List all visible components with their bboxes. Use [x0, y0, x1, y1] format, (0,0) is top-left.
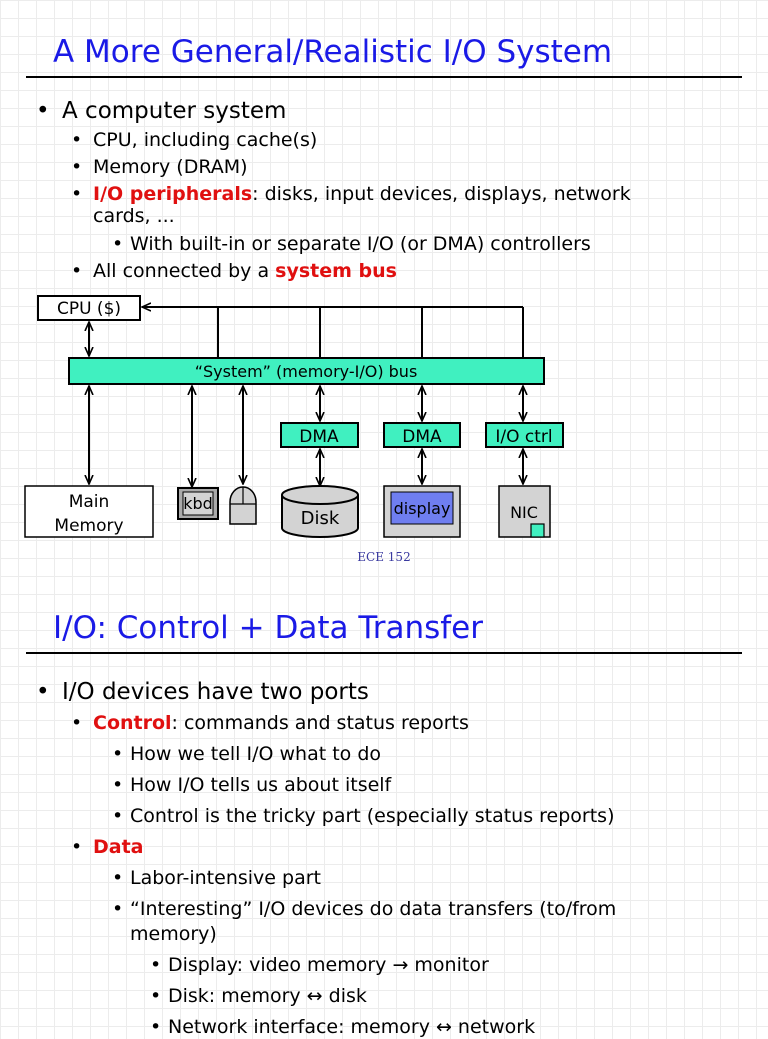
- slide-2: I/O: Control + Data Transfer I/O devices…: [0, 584, 768, 1039]
- main-memory-label-line1: Main: [69, 492, 110, 512]
- disk-label: Disk: [301, 508, 340, 529]
- bullet-cpu: CPU, including cache(s): [71, 129, 317, 152]
- bullet-interesting-io: “Interesting” I/O devices do data transf…: [112, 898, 616, 921]
- bullet-disk: Disk: memory ↔ disk: [150, 985, 367, 1008]
- emphasis-control: Control: [93, 712, 172, 734]
- dma-controller-1: DMA: [280, 422, 359, 448]
- title-rule: [26, 652, 742, 654]
- title-rule: [26, 76, 742, 78]
- display-icon: display: [383, 485, 461, 538]
- bullet-data: Data: [71, 836, 144, 859]
- cpu-label: CPU ($): [57, 299, 121, 319]
- nic-icon: NIC: [498, 485, 551, 538]
- bullet-labor-intensive: Labor-intensive part: [112, 867, 321, 890]
- cpu-connection-lines: [142, 307, 524, 358]
- bullet-memory: Memory (DRAM): [71, 156, 248, 179]
- bullet-text: memory): [130, 923, 217, 945]
- bullet-how-io-tells: How I/O tells us about itself: [112, 774, 391, 797]
- slide-title: I/O: Control + Data Transfer: [53, 610, 484, 646]
- emphasis-io-peripherals: I/O peripherals: [93, 183, 253, 205]
- mouse-icon: [229, 486, 257, 525]
- bullet-text: : disks, input devices, displays, networ…: [252, 183, 631, 205]
- disk-icon: Disk: [281, 485, 359, 538]
- bullet-how-we-tell: How we tell I/O what to do: [112, 743, 381, 766]
- bullet-text: cards, ...: [93, 205, 175, 227]
- slide-1: A More General/Realistic I/O System A co…: [0, 0, 768, 584]
- io-controller: I/O ctrl: [485, 422, 564, 448]
- bullet-computer-system: A computer system: [36, 98, 286, 125]
- bullet-control: Control: commands and status reports: [71, 712, 469, 735]
- dma-label: DMA: [299, 427, 339, 447]
- slide-title: A More General/Realistic I/O System: [53, 34, 613, 70]
- bullet-two-ports: I/O devices have two ports: [36, 679, 369, 706]
- dma-controller-2: DMA: [383, 422, 461, 448]
- bullet-controllers: With built-in or separate I/O (or DMA) c…: [112, 233, 591, 256]
- cpu-box: CPU ($): [37, 295, 141, 321]
- kbd-label: kbd: [183, 494, 213, 513]
- bus-device-arrows: [89, 386, 523, 487]
- main-memory-label-line2: Memory: [54, 516, 123, 536]
- bullet-continuation: cards, ...: [93, 205, 175, 228]
- slide-footer: ECE 152: [357, 550, 411, 564]
- keyboard-icon: kbd: [177, 487, 219, 520]
- bullet-continuation: memory): [130, 923, 217, 946]
- bullet-system-bus: All connected by a system bus: [71, 260, 397, 283]
- bullet-text: : commands and status reports: [171, 712, 469, 734]
- bullet-text: All connected by a: [93, 260, 276, 282]
- main-memory-box: Main Memory: [24, 485, 154, 538]
- io-ctrl-label: I/O ctrl: [495, 427, 552, 447]
- dma-label: DMA: [402, 427, 442, 447]
- bullet-io-peripherals: I/O peripherals: disks, input devices, d…: [71, 183, 631, 206]
- io-system-diagram: CPU ($) “System” (memory-I/O) bus: [24, 295, 564, 538]
- display-label: display: [394, 499, 451, 518]
- bullet-display: Display: video memory → monitor: [150, 954, 489, 977]
- emphasis-system-bus: system bus: [275, 260, 397, 282]
- nic-label: NIC: [510, 503, 538, 522]
- emphasis-data: Data: [93, 836, 144, 858]
- system-bus: “System” (memory-I/O) bus: [68, 357, 545, 385]
- bullet-network: Network interface: memory ↔ network: [150, 1016, 535, 1039]
- system-bus-label: “System” (memory-I/O) bus: [195, 362, 418, 381]
- bullet-tricky-part: Control is the tricky part (especially s…: [112, 805, 615, 828]
